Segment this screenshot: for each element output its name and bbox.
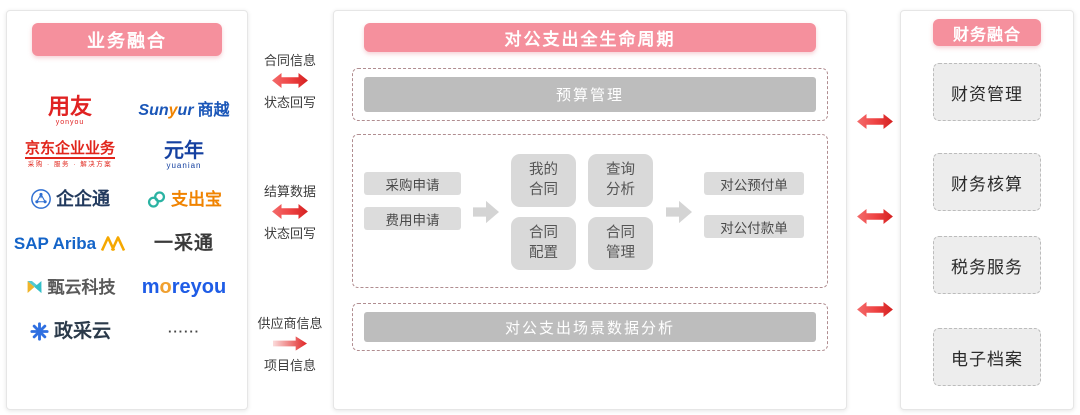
zhengcaiyun-asterisk-icon [30,321,49,341]
analysis-section: 对公支出场景数据分析 [352,303,828,351]
zhenyun-n-icon [27,280,41,294]
flow-box-contract-config: 合同配置 [511,217,576,270]
connector-label: 状态回写 [263,95,316,110]
finance-box-accounting: 财务核算 [933,153,1041,211]
finance-panel-title: 财务融合 [933,19,1041,46]
right-arrow-icon [273,336,307,351]
logo-yonyou: 用友 yonyou [47,94,92,127]
expense-lifecycle-panel: 对公支出全生命周期 预算管理 采购申请 费用申请 我的合同 查询分析 合同配置 … [333,10,847,410]
flow-box-payment-order: 对公付款单 [704,215,804,238]
flow-box-prepayment-order: 对公预付单 [704,172,804,195]
qiqitong-network-icon [31,189,51,209]
logo-zhenyun: 甄云科技 [25,278,116,296]
logo-yuanian: 元年 yuanian [164,139,204,170]
double-arrow-icon [857,113,893,130]
logo-sap-ariba: SAP Ariba [14,235,126,252]
logo-qiqitong: 企企通 [30,188,110,210]
connector-label: 结算数据 [263,184,316,199]
business-panel-title: 业务融合 [32,23,222,56]
connector-label: 项目信息 [263,358,316,373]
budget-bar: 预算管理 [364,77,816,112]
logo-zhengcaiyun: 政采云 [29,321,111,342]
connector-settlement-data: 结算数据 状态回写 [248,181,332,242]
flow-box-query-analysis: 查询分析 [588,154,653,207]
flow-box-purchase-request: 采购申请 [364,172,461,195]
logo-zhichubao: 支出宝 [146,189,222,210]
double-arrow-icon [857,208,893,225]
connector-label: 供应商信息 [257,316,323,331]
connector-supplier-info: 供应商信息 项目信息 [248,313,332,374]
flow-arrow-icon [666,200,692,224]
ariba-peaks-icon [100,235,126,251]
finance-box-tax: 税务服务 [933,236,1041,294]
logo-jd-business: 京东企业业务 采购 · 服务 · 解决方案 [24,140,115,169]
center-panel-title: 对公支出全生命周期 [364,23,816,52]
logo-yicaitong: 一采通 [153,232,214,254]
finance-box-earchive: 电子档案 [933,328,1041,386]
connector-label: 状态回写 [263,226,316,241]
budget-section: 预算管理 [352,68,828,121]
double-arrow-icon [272,72,308,89]
connector-label: 合同信息 [263,53,316,68]
connector-contract-info: 合同信息 状态回写 [248,50,332,111]
double-arrow-icon [272,203,308,220]
finance-integration-panel: 财务融合 财资管理 财务核算 税务服务 电子档案 [900,10,1074,410]
logo-ellipsis: ······ [168,323,200,339]
logo-moreyou: moreyou [141,276,227,298]
zhichubao-clip-icon [147,190,166,208]
finance-box-treasury: 财资管理 [933,63,1041,121]
analysis-bar: 对公支出场景数据分析 [364,312,816,342]
flow-box-expense-request: 费用申请 [364,207,461,230]
contract-flow-section: 采购申请 费用申请 我的合同 查询分析 合同配置 合同管理 对公预付单 对公付款… [352,134,828,288]
double-arrow-icon [857,301,893,318]
flow-box-contract-mgmt: 合同管理 [588,217,653,270]
flow-box-my-contracts: 我的合同 [511,154,576,207]
flow-arrow-icon [473,200,499,224]
